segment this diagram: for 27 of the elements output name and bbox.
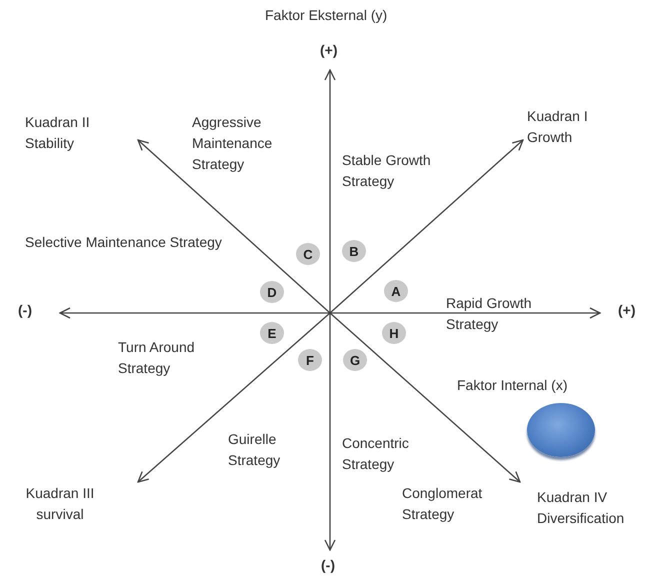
text-label: Aggressive Maintenance Strategy: [192, 113, 274, 174]
text-label: Stable Growth Strategy: [342, 151, 432, 191]
text-label: Turn Around Strategy: [118, 338, 196, 378]
text-label: (-): [18, 301, 32, 320]
text-label: Selective Maintenance Strategy: [25, 233, 223, 252]
letter-circle: A: [384, 280, 408, 302]
text-label: Faktor Internal (x): [457, 376, 568, 395]
letter-circle: H: [382, 322, 406, 344]
text-label: Kuadran IV Diversification: [537, 488, 626, 528]
text-label: Rapid Growth Strategy: [446, 294, 533, 334]
text-label: Faktor Eksternal (y): [265, 6, 388, 25]
text-label: Conglomerat Strategy: [402, 484, 484, 524]
text-label: (+): [618, 301, 636, 320]
text-label: Guirelle Strategy: [228, 430, 282, 470]
letter-circle: G: [343, 349, 367, 371]
letter-circle: C: [296, 243, 320, 265]
letter-circle: E: [260, 322, 284, 344]
text-label: Kuadran II Stability: [25, 113, 91, 153]
text-label: Kuadran III survival: [24, 484, 96, 524]
text-label: Concentric Strategy: [342, 434, 410, 474]
letter-circle: F: [298, 349, 322, 371]
ellipse-shape: [527, 403, 595, 457]
text-label: Kuadran I Growth: [527, 107, 589, 147]
text-label: (-): [321, 556, 335, 575]
letter-circle: D: [260, 281, 284, 303]
text-label: (+): [320, 41, 338, 60]
letter-circle: B: [342, 240, 366, 262]
